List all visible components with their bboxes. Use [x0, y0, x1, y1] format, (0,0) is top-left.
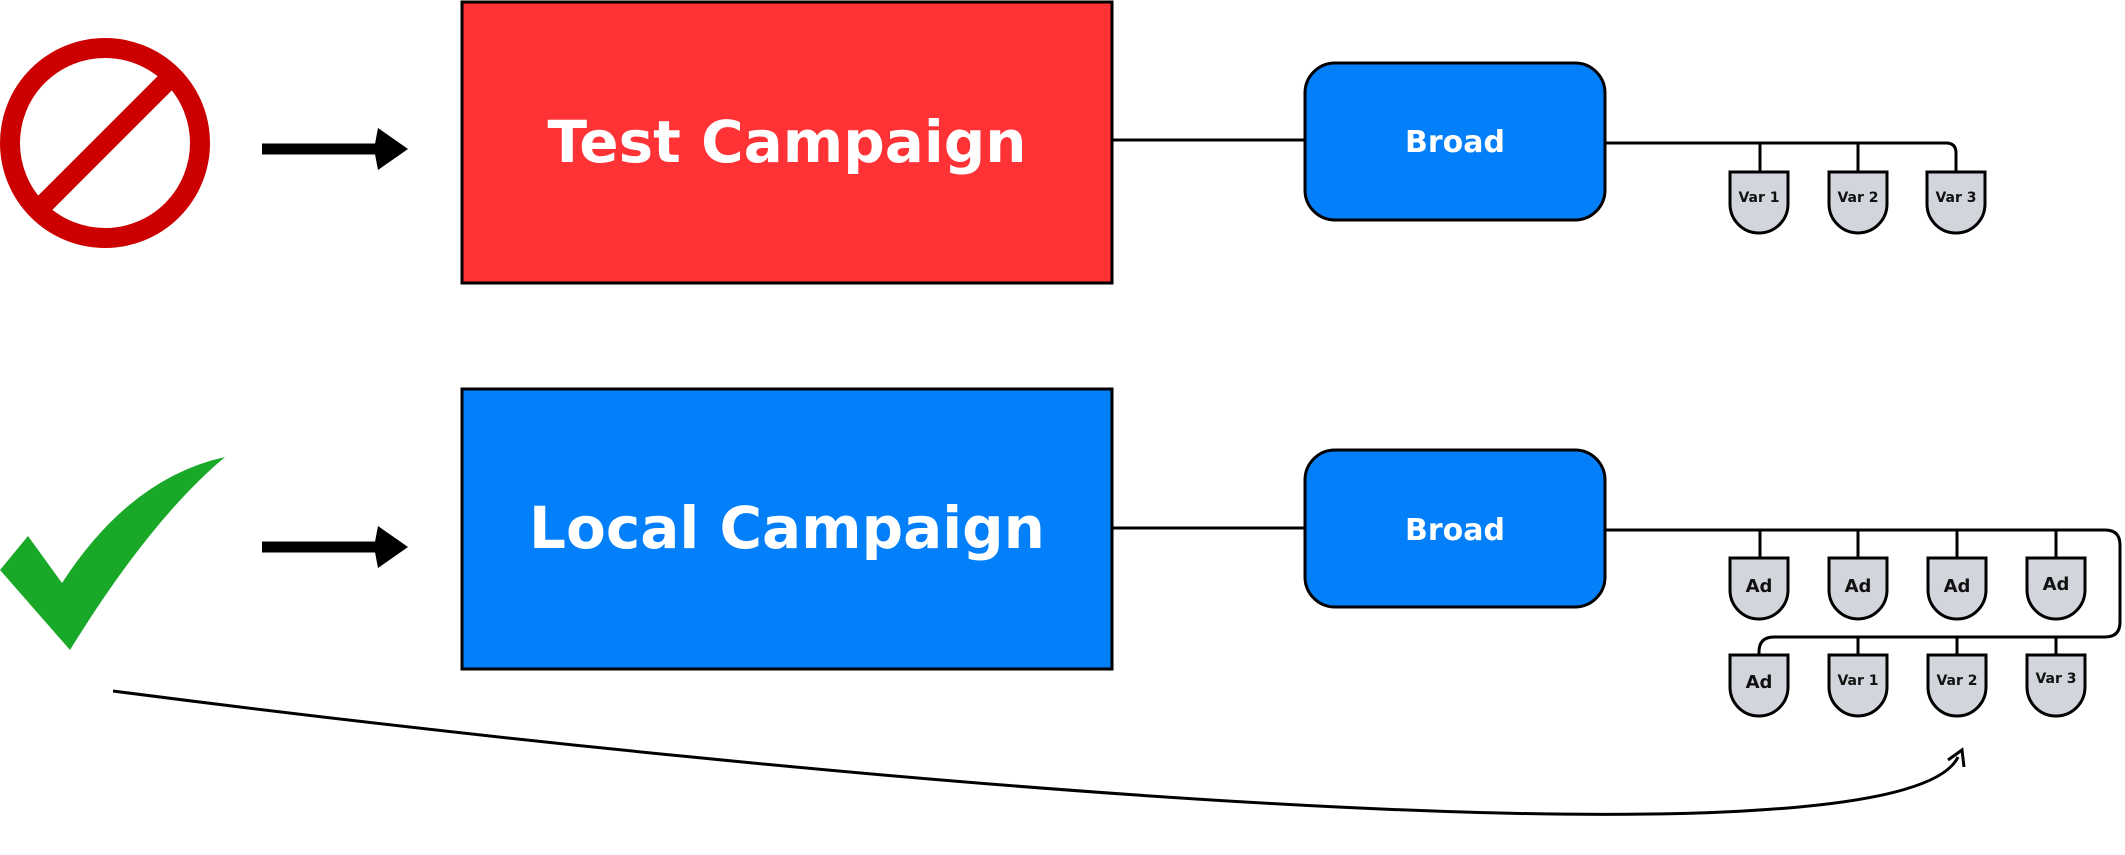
- ad-label: Ad: [2043, 574, 2070, 595]
- variant-shield: Var 1: [1827, 653, 1889, 718]
- broad-label: Broad: [1405, 513, 1505, 548]
- local-campaign-box: Local Campaign: [460, 387, 1114, 671]
- variant-label: Var 1: [1738, 190, 1779, 206]
- local-campaign-label: Local Campaign: [529, 494, 1045, 562]
- variant-shield: Var 1: [1728, 170, 1790, 235]
- ad-label: Ad: [1944, 576, 1971, 597]
- variant-shield: Var 3: [1925, 170, 1987, 235]
- curved-arrow: [112, 689, 1966, 816]
- right-arrow-icon: [262, 526, 408, 568]
- ad-shield: Ad: [1728, 653, 1790, 718]
- test-campaign-label: Test Campaign: [547, 108, 1026, 176]
- ad-shield: Ad: [2025, 556, 2087, 621]
- broad-node: Broad: [1303, 448, 1607, 609]
- variant-label: Var 2: [1936, 673, 1977, 689]
- ad-shield: Ad: [1926, 556, 1988, 621]
- variant-shield: Var 3: [2025, 653, 2087, 718]
- right-arrow-icon: [262, 128, 408, 170]
- ad-label: Ad: [1746, 672, 1773, 693]
- test-campaign-box: Test Campaign: [460, 0, 1114, 285]
- variant-shield: Var 2: [1827, 170, 1889, 235]
- branch-line: [1605, 141, 1958, 172]
- ad-label: Ad: [1845, 576, 1872, 597]
- checkmark-icon: [0, 457, 225, 650]
- variant-label: Var 2: [1837, 190, 1878, 206]
- broad-node: Broad: [1303, 61, 1607, 222]
- broad-label: Broad: [1405, 125, 1505, 160]
- ad-shield: Ad: [1728, 556, 1790, 621]
- variant-label: Var 3: [2035, 671, 2076, 687]
- variant-shield: Var 2: [1926, 653, 1988, 718]
- branch-line: [1605, 528, 2122, 655]
- prohibited-icon: [0, 38, 210, 248]
- ad-label: Ad: [1746, 576, 1773, 597]
- ad-shield: Ad: [1827, 556, 1889, 621]
- variant-label: Var 3: [1935, 190, 1976, 206]
- variant-label: Var 1: [1837, 673, 1878, 689]
